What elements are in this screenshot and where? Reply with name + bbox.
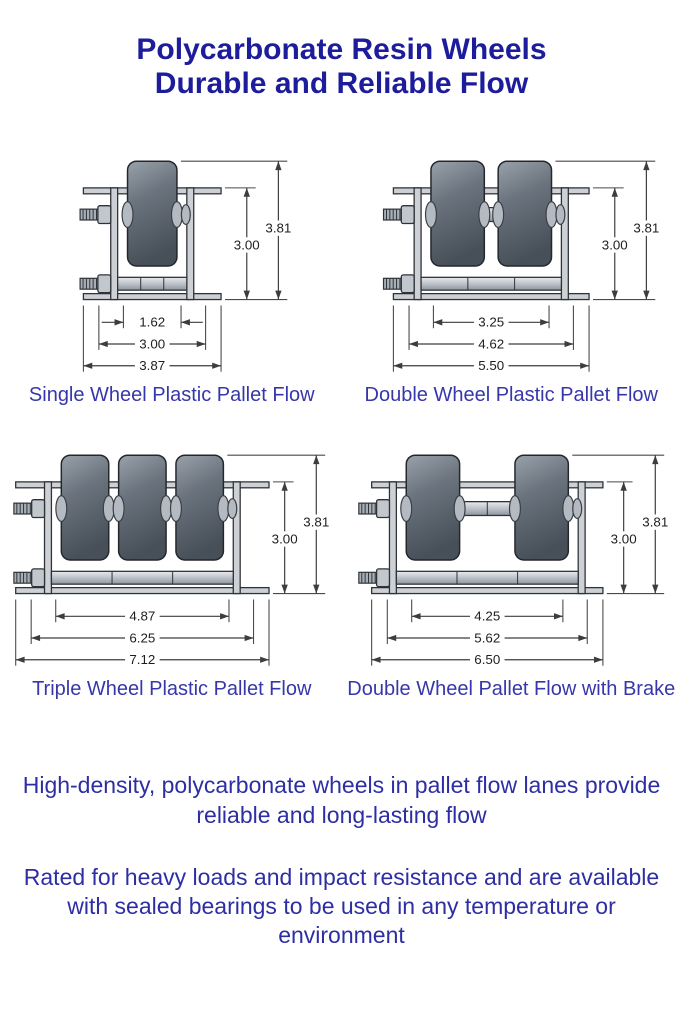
svg-text:3.00: 3.00 [611, 532, 637, 547]
page-title-line2: Durable and Reliable Flow [154, 67, 529, 101]
svg-text:3.00: 3.00 [602, 238, 628, 253]
svg-text:3.25: 3.25 [479, 315, 505, 330]
diagram-caption: Triple Wheel Plastic Pallet Flow [32, 678, 312, 701]
svg-text:4.25: 4.25 [475, 609, 501, 624]
svg-text:3.81: 3.81 [265, 221, 291, 236]
diagram-caption: Double Wheel Pallet Flow with Brake [347, 678, 676, 701]
page-title-line1: Polycarbonate Resin Wheels [136, 33, 547, 66]
technical-drawing-single-wheel: 3.00 3.81 1.62 3.00 3.87 [4, 143, 340, 381]
technical-drawing-double-wheel-brake: 3.00 3.81 4.25 5.62 6.50 [343, 437, 679, 675]
diagram-grid: 3.00 3.81 1.62 3.00 3.87 Single Wheel Plasti… [0, 143, 683, 701]
diagram-caption: Single Wheel Plastic Pallet Flow [28, 384, 315, 407]
technical-drawing-double-wheel: 3.00 3.81 3.25 4.62 5.50 [343, 143, 679, 381]
diagram-panel-triple-wheel: 3.00 3.81 4.87 6.25 7.12 Triple Wheel Plasti… [3, 437, 341, 701]
svg-text:3.81: 3.81 [643, 515, 669, 530]
svg-text:4.62: 4.62 [479, 337, 505, 352]
svg-text:6.25: 6.25 [129, 631, 155, 646]
svg-text:3.81: 3.81 [634, 221, 660, 236]
svg-text:7.12: 7.12 [129, 652, 155, 667]
diagram-panel-single-wheel: 3.00 3.81 1.62 3.00 3.87 Single Wheel Plasti… [3, 143, 341, 407]
svg-text:4.87: 4.87 [129, 609, 155, 624]
technical-drawing-triple-wheel: 3.00 3.81 4.87 6.25 7.12 [4, 437, 340, 675]
description: High-density, polycarbonate wheels in pa… [0, 771, 683, 950]
page-title: Polycarbonate Resin Wheels Durable and R… [0, 0, 683, 101]
description-paragraph-2: Rated for heavy loads and impact resista… [23, 863, 660, 949]
svg-text:5.62: 5.62 [475, 631, 501, 646]
svg-text:6.50: 6.50 [475, 652, 501, 667]
svg-text:3.00: 3.00 [139, 337, 165, 352]
diagram-panel-double-wheel: 3.00 3.81 3.25 4.62 5.50 Double Wheel Plasti… [343, 143, 681, 407]
diagram-caption: Double Wheel Plastic Pallet Flow [364, 384, 658, 407]
description-paragraph-1: High-density, polycarbonate wheels in pa… [22, 772, 661, 828]
svg-text:5.50: 5.50 [479, 358, 505, 373]
diagram-panel-double-wheel-brake: 3.00 3.81 4.25 5.62 6.50 Double Wheel Pallet… [343, 437, 681, 701]
svg-text:3.81: 3.81 [303, 515, 329, 530]
svg-text:3.00: 3.00 [271, 532, 297, 547]
svg-text:3.87: 3.87 [139, 358, 165, 373]
svg-text:1.62: 1.62 [139, 315, 165, 330]
svg-text:3.00: 3.00 [234, 238, 260, 253]
